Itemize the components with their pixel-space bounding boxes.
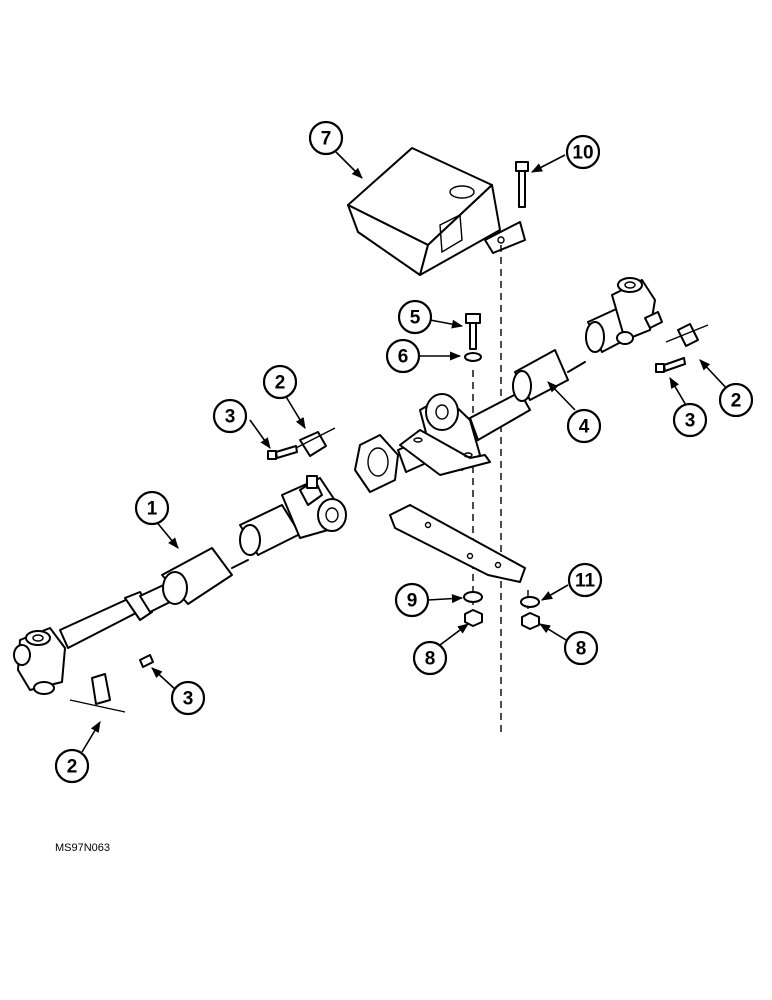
svg-text:7: 7 — [321, 129, 332, 150]
leader-10 — [531, 154, 566, 173]
callout-1: 1 — [134, 490, 170, 526]
leader-2 — [699, 359, 731, 393]
callout-10: 10 — [565, 134, 601, 170]
washer-part — [464, 352, 482, 362]
leader-2 — [81, 721, 101, 753]
callout-2: 2 — [718, 382, 754, 418]
callout-3: 3 — [212, 398, 248, 434]
svg-text:1: 1 — [147, 499, 158, 520]
svg-text:3: 3 — [183, 689, 194, 710]
washer-part — [463, 591, 483, 603]
nut-part — [521, 612, 540, 630]
leader-2 — [284, 394, 306, 429]
svg-text:2: 2 — [67, 757, 78, 778]
bolt-part — [515, 161, 529, 208]
callout-2: 2 — [54, 748, 90, 784]
svg-text:10: 10 — [572, 143, 593, 164]
bolt-part — [655, 357, 686, 373]
svg-text:3: 3 — [225, 407, 236, 428]
leader-9 — [427, 594, 464, 604]
leader-7 — [335, 151, 363, 179]
callout-3: 3 — [672, 402, 708, 438]
svg-text:3: 3 — [685, 411, 696, 432]
callout-6: 6 — [385, 338, 421, 374]
leader-3 — [249, 419, 271, 449]
svg-text:8: 8 — [425, 649, 436, 670]
callout-11: 11 — [567, 562, 603, 598]
shield-part — [347, 147, 526, 276]
leader-11 — [541, 584, 569, 601]
clamp-part — [665, 323, 709, 347]
bolt-part — [465, 313, 481, 350]
callout-9: 9 — [394, 582, 430, 618]
svg-text:4: 4 — [579, 417, 590, 438]
callout-3: 3 — [170, 680, 206, 716]
bearing-assembly — [354, 393, 491, 493]
callout-4: 4 — [566, 408, 602, 444]
leader-8 — [439, 623, 469, 646]
leader-3 — [151, 667, 177, 691]
svg-text:9: 9 — [407, 591, 418, 612]
svg-text:6: 6 — [398, 347, 409, 368]
figure-code: MS97N063 — [55, 842, 110, 854]
u-joint-left — [13, 627, 66, 695]
clamp-part — [291, 427, 336, 457]
callout-8: 8 — [563, 630, 599, 666]
svg-text:2: 2 — [275, 373, 286, 394]
drive-shaft-left — [59, 475, 347, 649]
leader-8 — [539, 623, 567, 641]
callout-7: 7 — [308, 120, 344, 156]
leader-4 — [547, 381, 576, 411]
bolt-part — [139, 654, 154, 668]
leader-1 — [154, 519, 179, 549]
leader-5 — [429, 319, 464, 329]
svg-text:5: 5 — [410, 308, 421, 329]
callout-5: 5 — [397, 299, 433, 335]
bracket-part — [389, 504, 526, 583]
callout-2: 2 — [262, 364, 298, 400]
bolt-part — [267, 445, 298, 460]
washer-part — [520, 596, 540, 608]
clamp-part — [69, 673, 126, 713]
callout-8: 8 — [412, 640, 448, 676]
nut-part — [464, 609, 483, 627]
svg-text:11: 11 — [575, 571, 596, 592]
drive-shaft-right — [469, 304, 641, 441]
svg-text:2: 2 — [731, 391, 742, 412]
svg-text:8: 8 — [576, 639, 587, 660]
u-joint-right — [611, 277, 663, 345]
